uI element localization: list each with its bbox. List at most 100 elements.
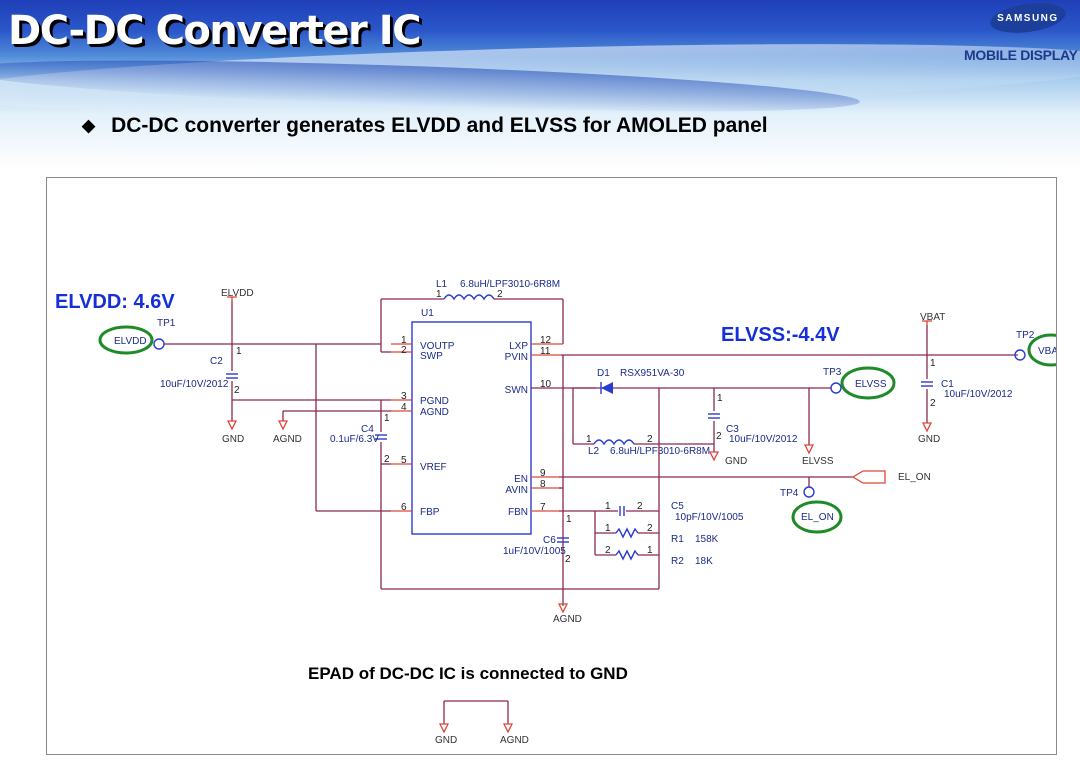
pin-10-num: 10 bbox=[540, 379, 552, 390]
slide-title: DC-DC Converter IC bbox=[8, 8, 421, 54]
schematic-panel: ELVDD: 4.6V ELVSS:-4.4V ELVDD TP1 ELVDD … bbox=[46, 177, 1075, 755]
pin-5-name: VREF bbox=[420, 462, 447, 473]
c2-pin1: 1 bbox=[236, 346, 242, 357]
agnd-symbol-bottom-icon bbox=[557, 603, 569, 614]
c5-value: 10pF/10V/1005 bbox=[675, 512, 744, 523]
c3-ref: C3 bbox=[726, 424, 739, 435]
tp4-ref: TP4 bbox=[780, 488, 799, 499]
c5-ref: C5 bbox=[671, 501, 684, 512]
d1-ref: D1 bbox=[597, 368, 610, 379]
tp3-net-label: ELVSS bbox=[855, 379, 887, 390]
l2-value: 6.8uH/LPF3010-6R8M bbox=[610, 446, 710, 457]
pin-12-num: 12 bbox=[540, 335, 552, 346]
pin-6-name: FBP bbox=[420, 507, 440, 518]
c1-pin1: 1 bbox=[930, 358, 936, 369]
l1-inductor-icon bbox=[443, 294, 495, 301]
tp2-testpoint-icon[interactable] bbox=[1014, 349, 1026, 361]
r1-pin2: 2 bbox=[647, 523, 653, 534]
c6-ref: C6 bbox=[543, 535, 556, 546]
el-on-net-label: EL_ON bbox=[898, 472, 931, 483]
pin-12-name: LXP bbox=[509, 341, 528, 352]
c6-pin1: 1 bbox=[566, 514, 572, 525]
tp2-net-label: VBAT bbox=[1038, 346, 1056, 357]
l1-ref: L1 bbox=[436, 279, 448, 290]
agnd-label-left: AGND bbox=[273, 434, 302, 445]
r1-ref: R1 bbox=[671, 534, 684, 545]
pin-4-name: AGND bbox=[420, 407, 449, 418]
pin-8-name: AVIN bbox=[505, 485, 528, 496]
epad-gnd-symbol-icon bbox=[438, 723, 450, 734]
tp1-net-label: ELVDD bbox=[114, 336, 147, 347]
pin-11-num: 11 bbox=[540, 346, 551, 357]
elvss-port-icon bbox=[803, 444, 815, 455]
tp1-ref: TP1 bbox=[157, 318, 176, 329]
pin-2-num: 2 bbox=[401, 345, 407, 356]
r1-resistor-icon bbox=[615, 527, 639, 539]
gnd-symbol-c1-icon bbox=[921, 422, 933, 433]
c6-pin2: 2 bbox=[565, 554, 571, 565]
brand-subtitle: MOBILE DISPLAY bbox=[964, 47, 1078, 63]
samsung-logo-text: SAMSUNG bbox=[997, 12, 1059, 24]
c3-pin2: 2 bbox=[716, 431, 722, 442]
pin-9-name: EN bbox=[514, 474, 528, 485]
schematic-diagram: ELVDD: 4.6V ELVSS:-4.4V ELVDD TP1 ELVDD … bbox=[55, 279, 1075, 746]
pin-2-name: SWP bbox=[420, 351, 443, 362]
pin-1-num: 1 bbox=[401, 335, 407, 346]
c5-pin1: 1 bbox=[605, 501, 611, 512]
c4-pin2: 2 bbox=[384, 454, 390, 465]
epad-agnd-label: AGND bbox=[500, 735, 529, 746]
vbat-net-label: VBAT bbox=[920, 312, 945, 323]
tp2-ref: TP2 bbox=[1016, 330, 1035, 341]
r2-value: 18K bbox=[695, 556, 713, 567]
tp3-testpoint-icon[interactable] bbox=[830, 382, 842, 394]
elvss-net-label: ELVSS bbox=[802, 456, 834, 467]
gnd-label-c3: GND bbox=[725, 456, 747, 467]
pin-7-num: 7 bbox=[540, 502, 546, 513]
l2-pin1: 1 bbox=[586, 434, 592, 445]
slide-header: DC-DC Converter IC SAMSUNG MOBILE DISPLA… bbox=[0, 0, 1080, 170]
pin-10-name: SWN bbox=[505, 385, 528, 396]
pin-3-name: PGND bbox=[420, 396, 449, 407]
pin-3-num: 3 bbox=[401, 391, 407, 402]
epad-gnd-label: GND bbox=[435, 735, 457, 746]
ic-u1-ref: U1 bbox=[421, 308, 434, 319]
c4-pin1: 1 bbox=[384, 413, 390, 424]
pin-1-name: VOUTP bbox=[420, 341, 455, 352]
l2-pin2: 2 bbox=[647, 434, 653, 445]
c1-value: 10uF/10V/2012 bbox=[944, 389, 1013, 400]
r2-ref: R2 bbox=[671, 556, 684, 567]
c5-pin2: 2 bbox=[637, 501, 643, 512]
pin-9-num: 9 bbox=[540, 468, 546, 479]
r2-pin2: 2 bbox=[605, 545, 611, 556]
elvdd-voltage-label: ELVDD: 4.6V bbox=[55, 291, 175, 313]
pin-5-num: 5 bbox=[401, 455, 407, 466]
tp3-ref: TP3 bbox=[823, 367, 842, 378]
tp1-testpoint-icon[interactable] bbox=[153, 338, 165, 350]
gnd-label-c2: GND bbox=[222, 434, 244, 445]
c4-ref: C4 bbox=[361, 424, 374, 435]
pin-4-num: 4 bbox=[401, 402, 407, 413]
el-on-port-icon[interactable] bbox=[851, 470, 886, 484]
r1-value: 158K bbox=[695, 534, 719, 545]
epad-agnd-symbol-icon bbox=[502, 723, 514, 734]
gnd-symbol-icon bbox=[226, 420, 238, 431]
c1-ref: C1 bbox=[941, 379, 954, 390]
tp1-callout-ring bbox=[98, 325, 154, 355]
gnd-symbol-c3-icon bbox=[708, 451, 720, 462]
agnd-label-bottom: AGND bbox=[553, 614, 582, 625]
d1-value: RSX951VA-30 bbox=[620, 368, 685, 379]
r2-resistor-icon bbox=[615, 549, 639, 561]
c2-value: 10uF/10V/2012 bbox=[160, 379, 229, 390]
c1-pin2: 2 bbox=[930, 398, 936, 409]
tp4-net-label: EL_ON bbox=[801, 512, 834, 523]
r1-pin1: 1 bbox=[605, 523, 611, 534]
l1-pin1: 1 bbox=[436, 289, 442, 300]
tp4-testpoint-icon[interactable] bbox=[803, 486, 815, 498]
elvdd-net-label: ELVDD bbox=[221, 288, 254, 299]
c4-value: 0.1uF/6.3V bbox=[330, 434, 379, 445]
ic-u1-body[interactable] bbox=[411, 321, 532, 535]
c2-pin2: 2 bbox=[234, 385, 240, 396]
epad-note: EPAD of DC-DC IC is connected to GND bbox=[308, 664, 628, 683]
elvss-voltage-label: ELVSS:-4.4V bbox=[721, 324, 840, 346]
l1-value: 6.8uH/LPF3010-6R8M bbox=[460, 279, 560, 290]
